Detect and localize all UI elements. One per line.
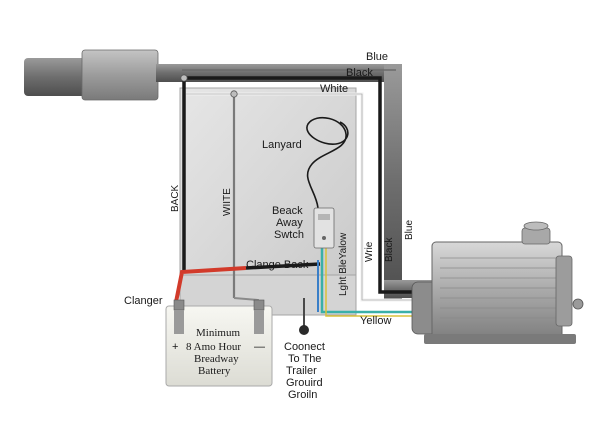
label-switch-1: Beack [272, 205, 303, 217]
labels: Blue Black White Lanyard Beack Away Swtc… [124, 51, 415, 401]
battery-positive-terminal [173, 299, 185, 311]
junction-panel [179, 87, 357, 316]
battery-minus-sign: — [254, 341, 265, 353]
label-white-vertical-right: Wrie [364, 241, 375, 262]
connector-node [180, 74, 188, 82]
actuator-motor [411, 221, 584, 344]
label-charger: Clanger [124, 295, 163, 307]
wire-harness [174, 69, 420, 335]
label-switch-2: Away [276, 217, 303, 229]
ground-label-5: Groiln [288, 389, 317, 401]
label-white-top: White [320, 83, 348, 95]
label-black-vertical-right: Black [384, 237, 395, 262]
label-yellow-wire: Yellow [360, 315, 391, 327]
ground-label-1: Coonect [284, 341, 325, 353]
label-white-vertical: WIITE [222, 188, 233, 216]
ground-label-4: Grouird [286, 377, 323, 389]
battery-label-2: 8 Amo Hour [186, 341, 241, 353]
connector-node [230, 90, 238, 98]
label-blue-top: Blue [366, 51, 388, 63]
lanyard-cord [306, 116, 349, 209]
label-black-top: Black [346, 67, 373, 79]
label-light-blue-yellow: Lght BleYalow [338, 232, 349, 296]
label-lanyard: Lanyard [262, 139, 302, 151]
ground-label-3: Trailer [286, 365, 317, 377]
ground-label-2: To The [288, 353, 321, 365]
battery-negative-terminal [253, 299, 265, 311]
battery [165, 299, 273, 387]
label-black-vertical: BACK [170, 184, 181, 212]
breakaway-switch [313, 207, 335, 249]
label-blue-vertical-right: Blue [404, 220, 415, 240]
battery-label-3: Breadway [194, 353, 239, 365]
label-charge-back: Clange Back [246, 259, 309, 271]
label-switch-3: Swtch [274, 229, 304, 241]
battery-label-1: Minimum [196, 327, 240, 339]
battery-label-4: Battery [198, 365, 231, 377]
ground-terminal [299, 325, 309, 335]
battery-plus-sign: + [172, 341, 178, 353]
